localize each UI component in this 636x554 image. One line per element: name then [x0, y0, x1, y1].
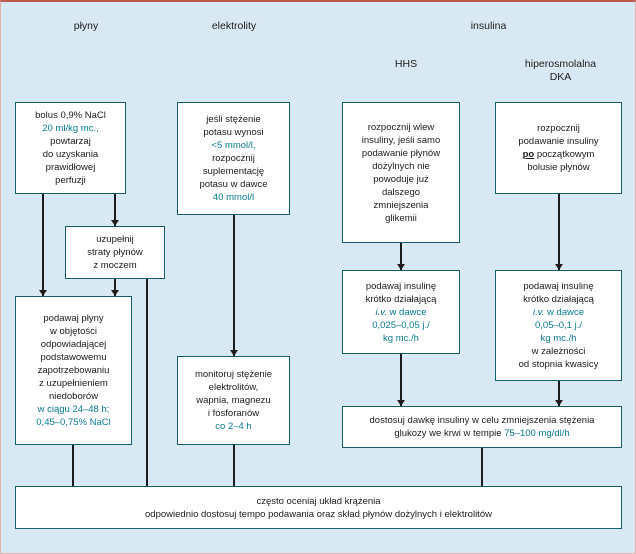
arrow-bolus-to-urine-losses	[111, 194, 118, 226]
subheader-hhs: HHS	[394, 58, 418, 70]
box-insulin-adjust: dostosuj dawkę insuliny w celu zmniejsze…	[342, 406, 622, 448]
column-header-insulin: insulina	[470, 20, 507, 32]
arrow-dka-dose-to-adjust	[555, 381, 562, 406]
line-urine-losses-to-circulation	[146, 279, 148, 486]
column-header-electrolytes: elektrolity	[211, 20, 257, 32]
arrow-hhs-dose-to-adjust	[397, 354, 404, 406]
subheader-dka-line2: DKA	[549, 71, 572, 83]
arrow-urine-losses-to-maintenance	[111, 279, 118, 296]
line-monitoring-to-circulation	[233, 445, 235, 486]
arrow-bolus-to-maintenance	[39, 194, 46, 296]
subheader-dka-line1: hiperosmolalna	[524, 58, 597, 70]
arrow-potassium-to-monitoring	[230, 215, 237, 356]
column-header-fluids: płyny	[73, 20, 99, 32]
box-insulin-adjust-text: dostosuj dawkę insuliny w celu zmniejsze…	[369, 415, 595, 439]
arrow-dka-start-to-dose	[555, 194, 562, 270]
line-maintenance-to-circulation	[72, 445, 74, 486]
arrow-hhs-start-to-dose	[397, 243, 404, 270]
line-adjust-to-circulation	[481, 448, 483, 486]
